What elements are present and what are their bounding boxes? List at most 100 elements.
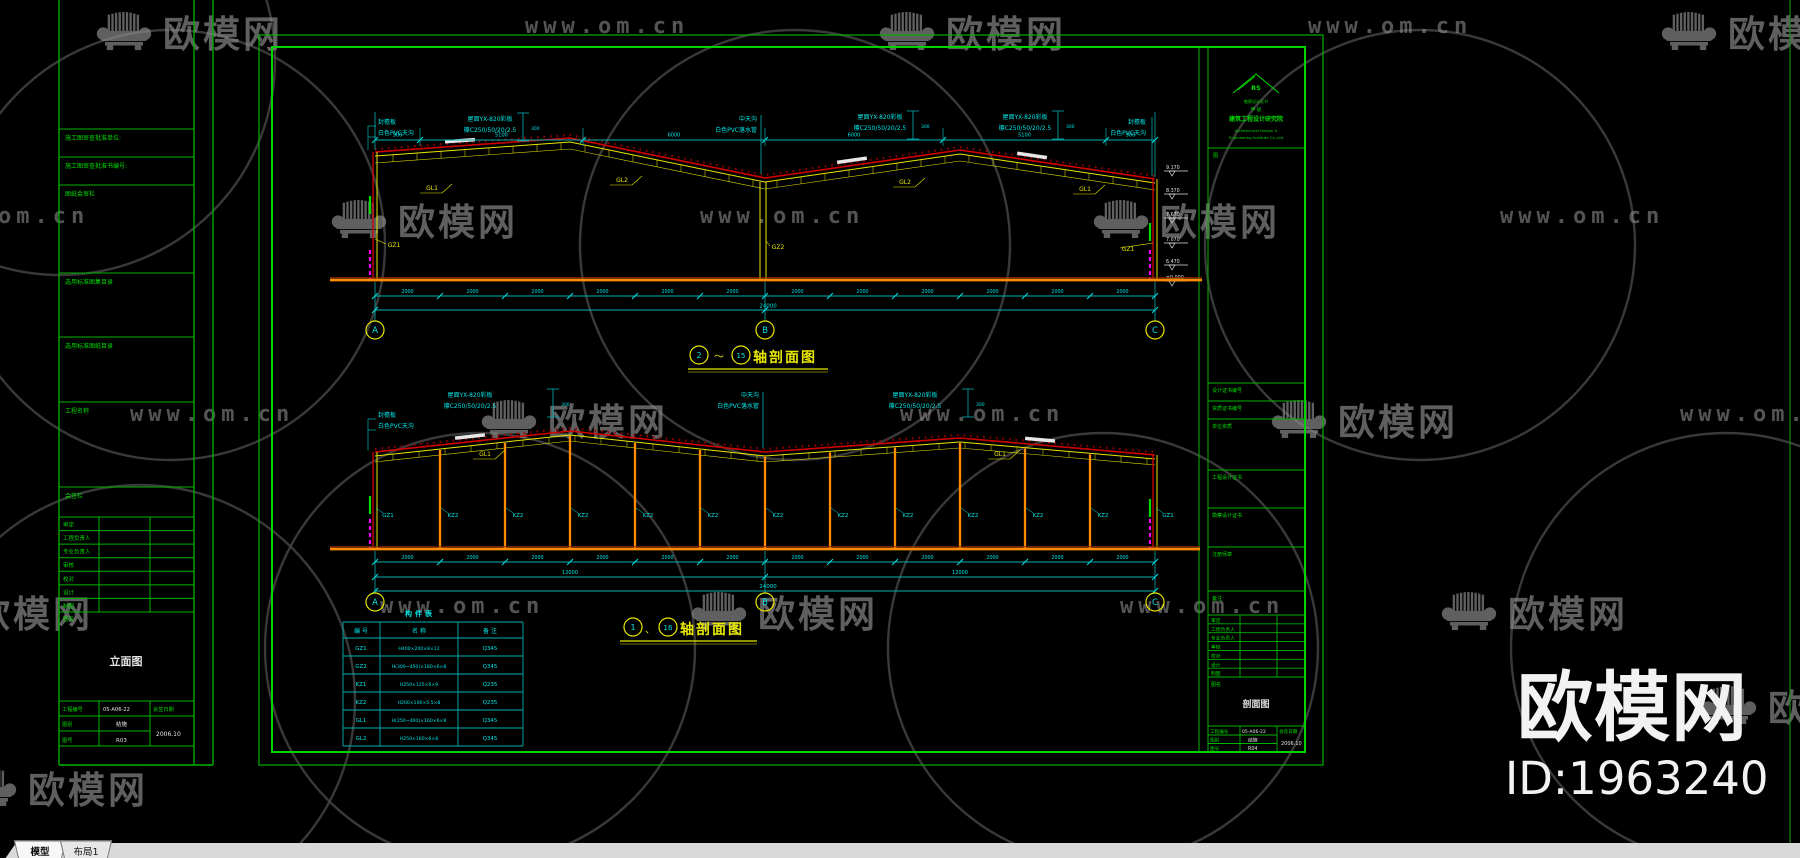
table-cell: Q345 xyxy=(483,736,498,742)
table-cell: GZ2 xyxy=(355,664,367,670)
annotation-text: 白色PVC天沟 xyxy=(1110,129,1146,137)
column-label: KZ2 xyxy=(1098,513,1109,519)
watermark-url: www.om.cn xyxy=(380,594,545,619)
watermark-url: www.om.cn xyxy=(1500,204,1665,229)
dim-text: 12000 xyxy=(952,570,968,576)
footer-label: 图别 xyxy=(62,720,72,728)
grid-bubble-label: C xyxy=(1152,326,1158,336)
sign-row-label: 审核 xyxy=(1211,644,1221,651)
sofa-icon xyxy=(0,769,17,807)
dim-text: 2000 xyxy=(466,555,478,561)
level-triangle xyxy=(1168,264,1176,271)
titleblock-label: 图名 xyxy=(1211,681,1221,688)
dim-tick xyxy=(1021,292,1029,300)
titleblock-label: 备注 xyxy=(1212,595,1222,602)
dim-tick xyxy=(956,558,964,566)
dim-text: 2000 xyxy=(661,555,673,561)
sofa-icon xyxy=(1661,11,1717,51)
cad-line xyxy=(830,507,839,514)
dim-text: 2000 xyxy=(401,555,413,561)
table-title: 构件表 xyxy=(405,609,435,618)
grid-bubble-label: B xyxy=(762,598,768,608)
annotation-text: 檩C250/50/20/2.5 xyxy=(444,402,497,410)
dim-tick xyxy=(1151,306,1159,314)
annotation-text: 封檐板 xyxy=(378,118,396,126)
dim-tick xyxy=(761,292,769,300)
level-triangle xyxy=(1168,217,1176,224)
beam-label: GL1 xyxy=(1079,186,1091,193)
dim-tick xyxy=(631,558,639,566)
table-cell: GZ1 xyxy=(355,646,367,652)
dim-text: 2000 xyxy=(1116,555,1128,561)
sign-row-label: 审定 xyxy=(63,521,75,529)
column-label: GZ2 xyxy=(772,244,785,251)
cad-line xyxy=(570,507,579,514)
dim-text: 2000 xyxy=(401,289,413,295)
watermark-url: www.om.cn xyxy=(0,204,90,229)
table-header: 编 号 xyxy=(354,627,368,635)
cad-line xyxy=(1155,507,1164,514)
column-label: KZ2 xyxy=(513,513,524,519)
company-line: Architectural Design & xyxy=(1235,128,1278,133)
cad-line xyxy=(765,240,771,247)
dim-text: 6000 xyxy=(848,133,861,139)
level-value: 9.170 xyxy=(1166,165,1180,171)
dim-tick xyxy=(371,292,379,300)
tab-layout1[interactable]: 布局1 xyxy=(64,843,108,858)
footer-value: 结施 xyxy=(1248,737,1258,744)
design-institute-logo xyxy=(1232,73,1280,94)
title-sep: ～ xyxy=(714,352,724,363)
footer-label: 图号 xyxy=(62,737,72,744)
column-label: KZ2 xyxy=(708,513,719,519)
cad-line xyxy=(700,507,709,514)
tab-model[interactable]: 模型 xyxy=(18,843,62,858)
dim-tick xyxy=(501,558,509,566)
dim-tick xyxy=(761,558,769,566)
grid-bubble-label: A xyxy=(372,326,378,336)
cad-line xyxy=(374,238,387,245)
footer-label: 会签日期 xyxy=(1279,728,1298,735)
annotation-text: 白色PVC天沟 xyxy=(378,129,414,137)
watermark-url: www.om.cn xyxy=(1680,402,1800,427)
watermark-logo: 欧模网 xyxy=(330,192,518,246)
column-label: KZ2 xyxy=(448,513,459,519)
watermark-logo: 欧模网 xyxy=(0,760,148,814)
watermark-logo: 欧模网 xyxy=(0,584,93,638)
table-cell: H(250~400)×160×6×8 xyxy=(392,718,447,724)
title-bubble xyxy=(658,617,678,637)
column-label: KZ2 xyxy=(838,513,849,519)
sign-row-label: 校对 xyxy=(1211,652,1221,659)
cad-line xyxy=(1094,184,1106,195)
drawing-title: 轴剖面图 xyxy=(680,621,744,638)
cad-line xyxy=(1009,449,1021,460)
title-bubble xyxy=(623,617,643,637)
annotation-text: 300 xyxy=(976,402,985,408)
beam-label: GL2 xyxy=(899,179,911,186)
sign-row-label: 工程负责人 xyxy=(1211,626,1235,633)
watermark-site-name: 欧模网 xyxy=(548,401,668,444)
annotation-text: 檩C250/50/20/2.5 xyxy=(999,124,1052,132)
sign-row-label: 校对 xyxy=(63,575,75,583)
watermark-url: www.om.cn xyxy=(900,402,1065,427)
cad-line xyxy=(631,175,643,186)
dim-text: 2000 xyxy=(791,555,803,561)
cad-line xyxy=(960,507,969,514)
dim-tick xyxy=(1151,558,1159,566)
watermark-logo: 欧模网 xyxy=(690,584,878,638)
dim-tick xyxy=(371,306,379,314)
roof-plate xyxy=(454,433,486,440)
drawing-name: 剖面图 xyxy=(1242,698,1269,710)
titleblock-label: 资质证书编号 xyxy=(1212,405,1242,412)
watermark-site-name: 欧模网 xyxy=(1508,593,1628,636)
sign-row-label: 制图 xyxy=(1211,670,1221,677)
roof-line xyxy=(374,137,1156,180)
dim-text: 900 xyxy=(1126,133,1136,139)
roof-line xyxy=(374,430,1156,456)
dim-text: 2000 xyxy=(986,555,998,561)
grid-bubble xyxy=(365,592,385,612)
sofa-icon xyxy=(1701,685,1757,725)
dim-text: 2000 xyxy=(596,555,608,561)
company-line: 勘察设计证书 xyxy=(1244,98,1268,104)
